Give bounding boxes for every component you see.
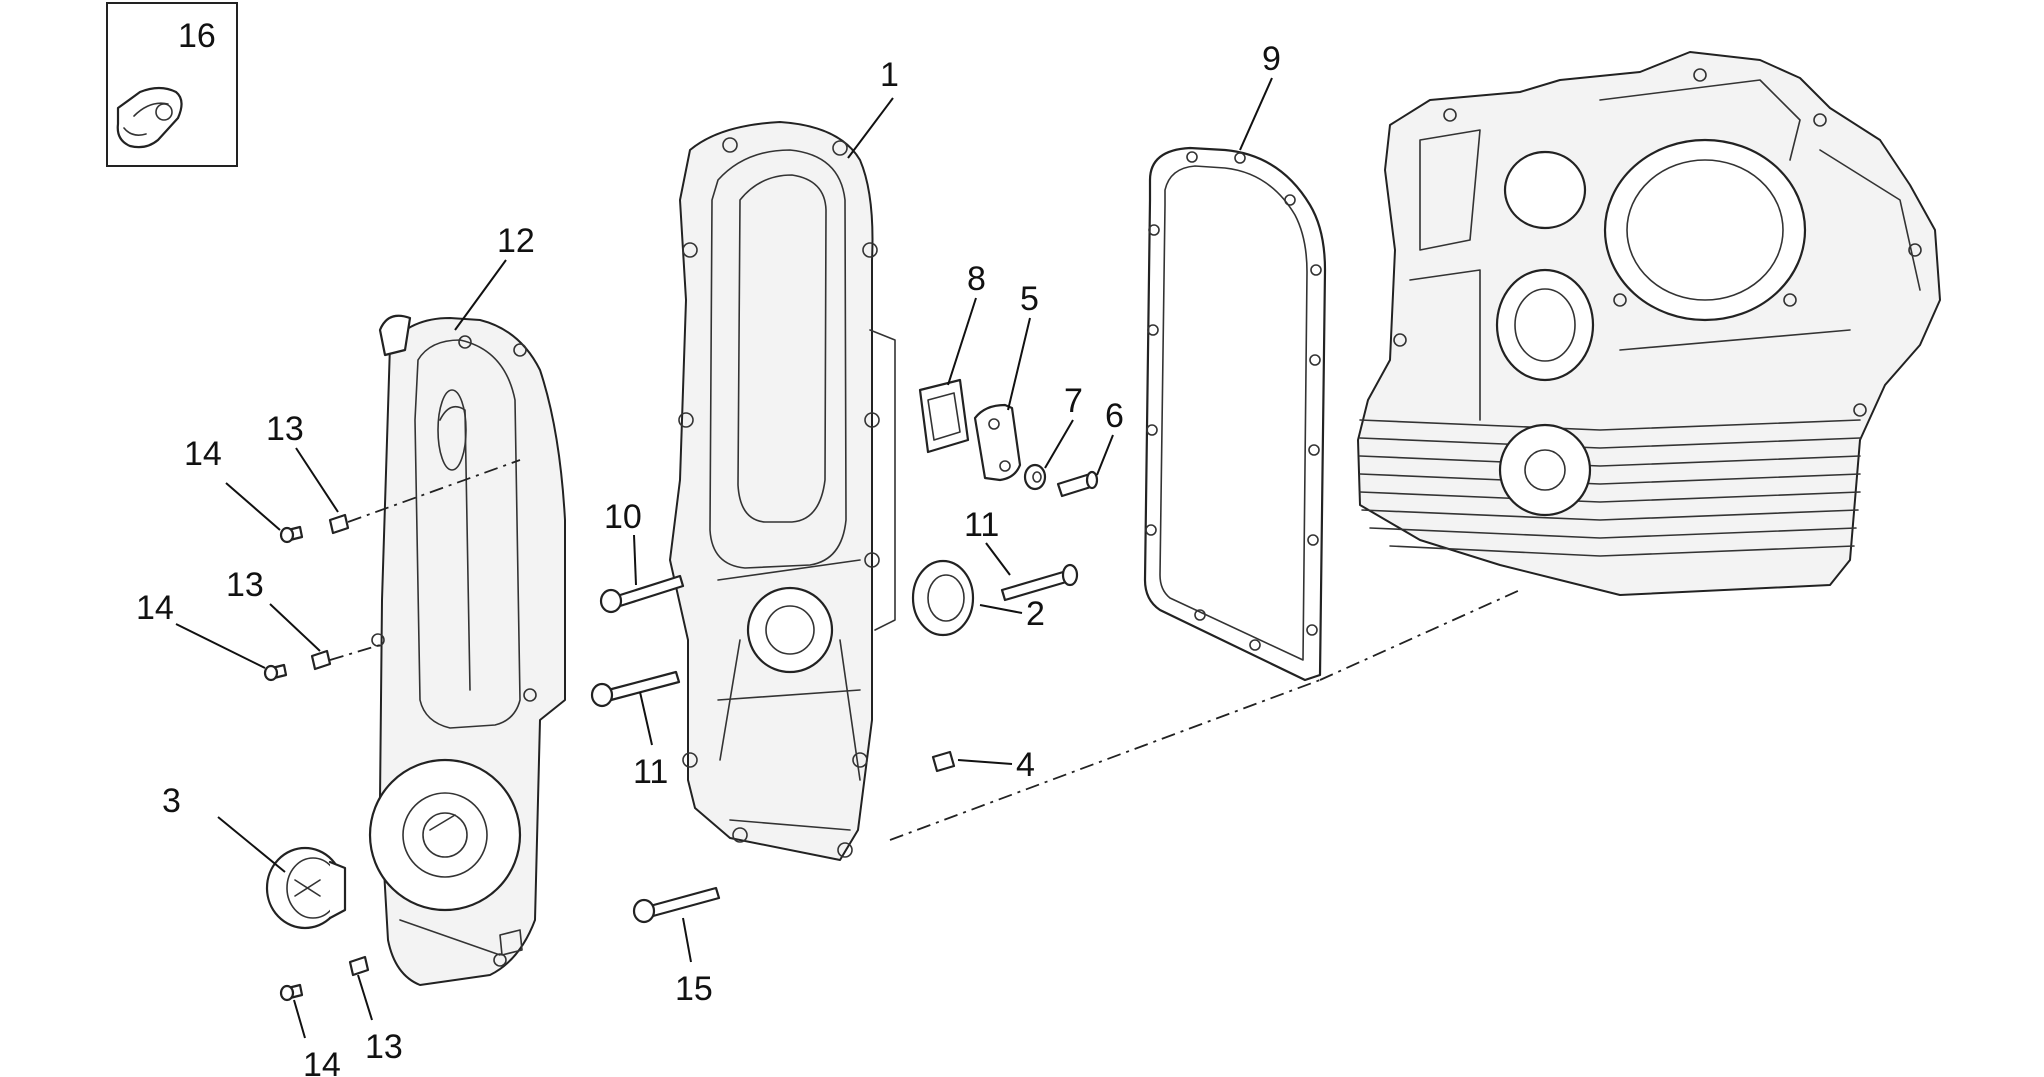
engine-crankcase [1357, 51, 1941, 596]
callout-3: 3 [162, 782, 181, 820]
callout-11-left: 11 [633, 753, 668, 791]
screw-6 [1056, 470, 1099, 498]
callout-16: 16 [178, 17, 216, 55]
callout-13-bottom: 13 [365, 1028, 403, 1066]
callout-12: 12 [497, 222, 535, 260]
callout-13-top: 13 [266, 410, 304, 448]
callout-5: 5 [1020, 280, 1039, 318]
callout-7: 7 [1064, 382, 1083, 420]
small-gasket [918, 378, 970, 454]
screw-14-mid [263, 663, 288, 682]
housing-bolt-bosses [678, 137, 880, 858]
crankcase-bolt-holes [1393, 68, 1922, 417]
callout-13-mid: 13 [226, 566, 264, 604]
dowel-13-bottom [348, 955, 370, 977]
leader-lines [175, 77, 1273, 1039]
dowel-pin [931, 750, 956, 773]
callout-11-right: 11 [964, 506, 999, 544]
callout-9: 9 [1262, 40, 1281, 78]
washer [1023, 463, 1047, 491]
dowel-13-mid [310, 649, 332, 671]
bolt-11-right [1000, 563, 1079, 602]
callout-1: 1 [880, 56, 899, 94]
callout-2: 2 [1026, 595, 1045, 633]
dowel-13-top [328, 513, 350, 535]
inset-part-16: 16 [106, 2, 238, 167]
callout-10: 10 [604, 498, 642, 536]
clip-part-icon [116, 86, 183, 149]
outer-timing-cover [368, 314, 566, 986]
alignment-lines [329, 459, 1521, 841]
bolt-11-left [590, 670, 681, 708]
screw-14-top [279, 525, 304, 544]
callout-14-top: 14 [184, 435, 222, 473]
bolt-10 [599, 574, 685, 614]
callout-8: 8 [967, 260, 986, 298]
plug-cap [265, 846, 347, 930]
oil-seal [911, 559, 975, 637]
callout-4: 4 [1016, 746, 1035, 784]
cover-gasket [1143, 146, 1327, 682]
screw-14-bottom [279, 983, 304, 1002]
timing-cover-housing [669, 121, 896, 861]
callout-14-bottom: 14 [303, 1046, 341, 1077]
callout-14-mid: 14 [136, 589, 174, 627]
plate-cover [973, 403, 1022, 482]
cooling-fins [1359, 419, 1861, 557]
gasket-bolt-holes [1145, 151, 1322, 651]
callout-labels: 1 2 3 4 5 6 7 8 9 10 11 11 12 13 13 13 1… [136, 40, 1281, 1077]
callout-6: 6 [1105, 397, 1124, 435]
outer-cover-screw-holes [371, 335, 537, 967]
callout-15: 15 [675, 970, 713, 1008]
bolt-15 [632, 886, 721, 924]
